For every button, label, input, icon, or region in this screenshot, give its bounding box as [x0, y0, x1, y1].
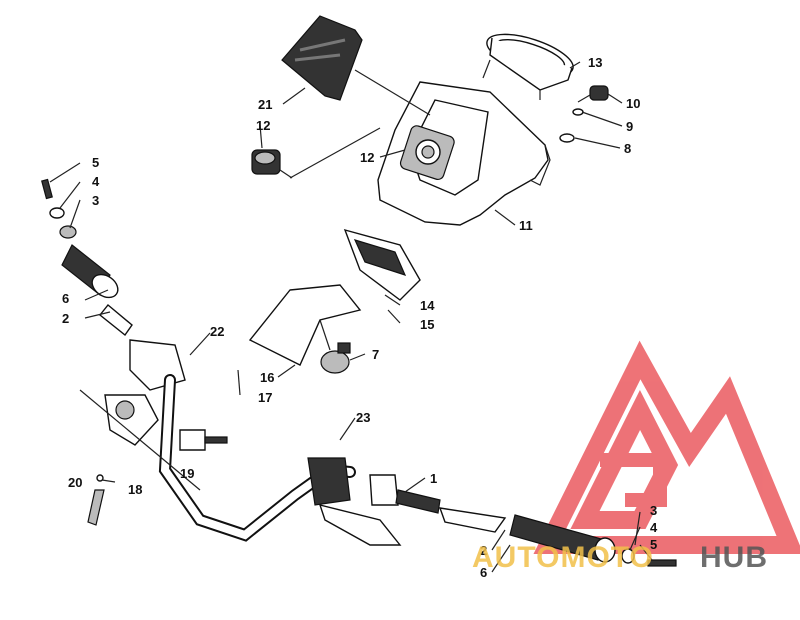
watermark-text-automoto: AUTOMOTO [472, 541, 654, 574]
callout-13: 13 [588, 55, 602, 70]
callout-3-right: 3 [650, 503, 657, 518]
callout-7: 7 [372, 347, 379, 362]
callout-4-right: 4 [650, 520, 658, 535]
watermark-logo [533, 340, 800, 554]
callout-5-left: 5 [92, 155, 99, 170]
mount-plate [248, 284, 362, 366]
callout-17: 17 [258, 390, 272, 405]
callout-6-left: 6 [62, 291, 69, 306]
callout-12-upper: 12 [256, 118, 270, 133]
callout-14: 14 [420, 298, 435, 313]
callout-15: 15 [420, 317, 434, 332]
left-grip [41, 178, 133, 337]
key-switch [559, 85, 609, 143]
bracket [343, 228, 421, 301]
right-tube [395, 489, 507, 533]
switch-12 [251, 149, 293, 179]
callout-2-left: 2 [62, 311, 69, 326]
callout-10: 10 [626, 96, 640, 111]
callout-21: 21 [258, 97, 272, 112]
watermark-text-hub: HUB [700, 541, 768, 574]
part-7 [320, 342, 351, 374]
callout-12-lower: 12 [360, 150, 374, 165]
callout-8: 8 [624, 141, 631, 156]
callout-labels: 13 10 9 8 21 12 12 11 5 4 3 6 2 14 15 22… [62, 55, 658, 580]
callout-6-right: 6 [480, 565, 487, 580]
callout-4-left: 4 [92, 174, 100, 189]
part-20 [87, 474, 105, 526]
dash-pad [281, 15, 363, 101]
callout-9: 9 [626, 119, 633, 134]
brake-master [307, 457, 402, 546]
handlebar-pod [377, 81, 551, 226]
callout-18: 18 [128, 482, 142, 497]
callout-1: 1 [430, 471, 437, 486]
callout-5-right: 5 [650, 537, 657, 552]
right-grip [509, 514, 677, 567]
callout-3-left: 3 [92, 193, 99, 208]
callout-11: 11 [519, 218, 533, 233]
speedometer-gauge [482, 33, 574, 100]
callout-23: 23 [356, 410, 370, 425]
callout-20: 20 [68, 475, 82, 490]
watermark-text: AUTOMOTO HUB [472, 541, 768, 574]
callout-22: 22 [210, 324, 224, 339]
watermark-triangle [533, 340, 800, 554]
leader-lines [49, 61, 653, 573]
callout-2-right: 2 [480, 543, 487, 558]
clamp-19 [179, 429, 228, 451]
callout-19: 19 [180, 466, 194, 481]
callout-16: 16 [260, 370, 274, 385]
